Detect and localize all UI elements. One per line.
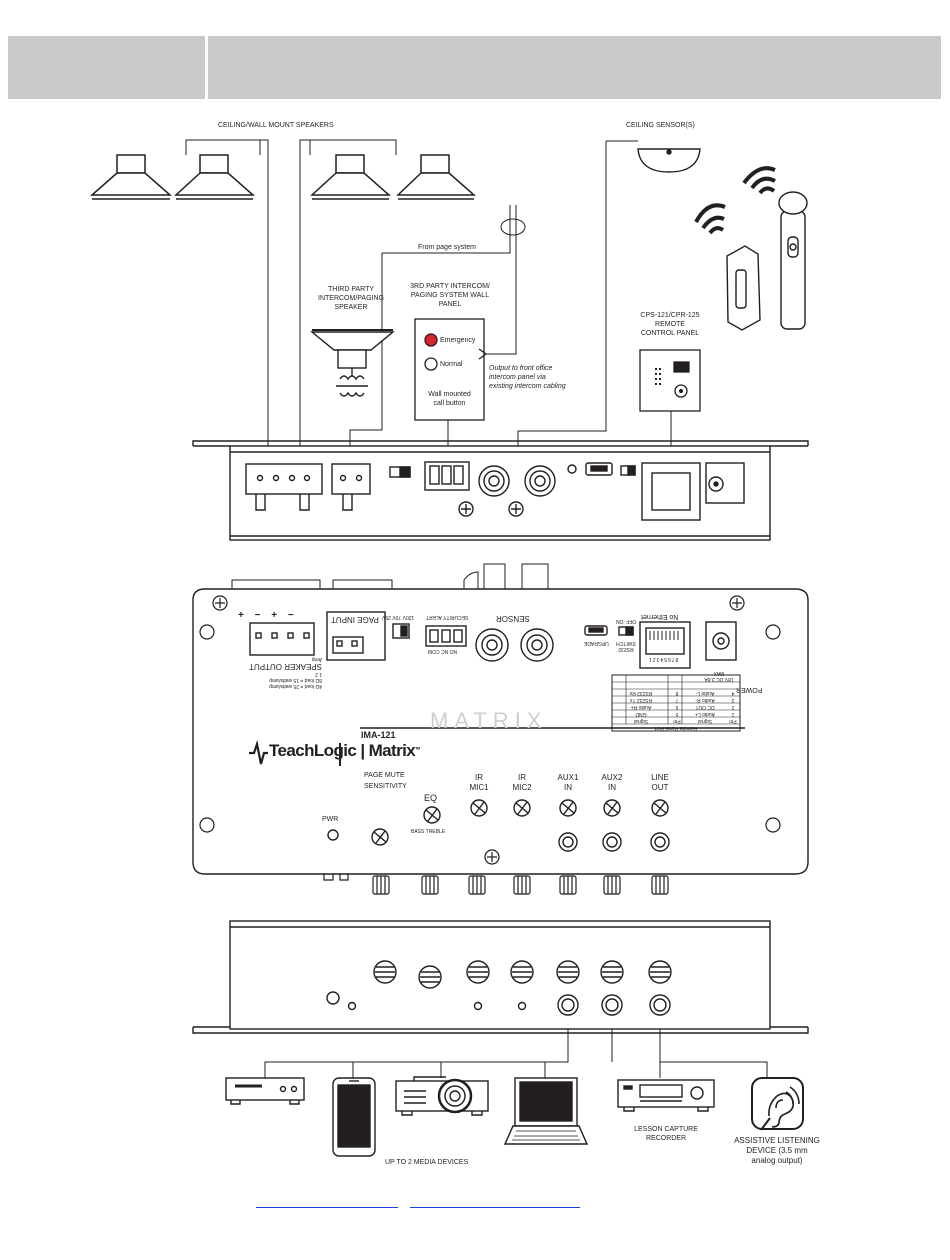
knobs bbox=[371, 799, 669, 846]
normal-led bbox=[424, 357, 438, 371]
teachlogic-logo-icon bbox=[249, 739, 268, 765]
speaker-polarity: + − + − bbox=[238, 610, 298, 621]
off-label: OFF bbox=[626, 618, 636, 624]
rs232-switch-label: RS232 SWITCH bbox=[616, 640, 636, 652]
speaker-icon bbox=[396, 154, 476, 200]
assistive-label: ASSISTIVE LISTENING DEVICE (3.5 mm analo… bbox=[734, 1136, 820, 1165]
remote-control-panel-icon bbox=[639, 349, 701, 412]
bass-treble-label: BASS TREBLE bbox=[411, 829, 446, 835]
page-input-label: PAGE INPUT bbox=[331, 615, 379, 624]
sensor-port-label: SENSOR bbox=[496, 614, 530, 623]
recorder-icon bbox=[617, 1079, 715, 1112]
no-ethernet-label: No Ethernet bbox=[641, 613, 679, 620]
pwr-label: PWR bbox=[322, 816, 339, 823]
volts-label: 120V 70V 25V bbox=[382, 614, 415, 620]
pin-table-row: 1 Audio L+ 5 GND bbox=[635, 711, 735, 717]
header-bar-right bbox=[208, 36, 941, 99]
ceiling-speakers bbox=[90, 154, 476, 200]
wiring bbox=[185, 139, 768, 1078]
top-chassis bbox=[192, 563, 809, 895]
no-nc-com-label: NO NC COM bbox=[428, 648, 458, 654]
matrix-watermark: MATRIX bbox=[430, 708, 548, 733]
security-alert-label: SECURITY ALERT bbox=[426, 614, 469, 620]
emergency-label: Emergency bbox=[440, 337, 476, 344]
sensitivity-label: SENSITIVITY bbox=[364, 783, 407, 790]
brand-logo: TeachLogic | MatrixTM bbox=[269, 741, 420, 760]
laptop-icon bbox=[503, 1077, 589, 1145]
pin-table-header: Pin Signal Pin Signal bbox=[634, 718, 737, 724]
speaker-icon bbox=[310, 154, 391, 200]
third-party-speaker-label: THIRD PARTY INTERCOM/PAGING SPEAKER bbox=[318, 286, 384, 311]
output-front-label: Output to front office intercom panel vi… bbox=[489, 365, 566, 390]
remote-panel-label: CPS-121/CPR-125 REMOTE CONTROL PANEL bbox=[640, 312, 700, 337]
rj-pins-label: 87654321 bbox=[648, 656, 679, 662]
speaker-icon bbox=[174, 154, 255, 200]
model-label: IMA-121 bbox=[361, 730, 396, 740]
from-page-label: From page system bbox=[418, 244, 476, 251]
rear-chassis bbox=[192, 440, 809, 541]
footer-link-1[interactable] bbox=[256, 1207, 398, 1208]
sensor-label: CEILING SENSOR(S) bbox=[626, 122, 695, 129]
media-devices-label: UP TO 2 MEDIA DEVICES bbox=[385, 1159, 469, 1166]
upgrade-label: UPGRADE bbox=[584, 640, 609, 646]
header-bar-left bbox=[8, 36, 205, 99]
intercom-panel-label: 3RD PARTY INTERCOM/ PAGING SYSTEM WALL P… bbox=[410, 283, 490, 308]
emergency-led bbox=[424, 333, 438, 347]
pendant-mic-icon bbox=[694, 203, 761, 331]
phone-icon bbox=[332, 1077, 376, 1157]
eq-label: EQ bbox=[424, 793, 438, 803]
media-player-icon bbox=[225, 1077, 305, 1105]
speaker-output-block: 4Ω load = 25 watts/amp 8Ω load = 15 watt… bbox=[249, 656, 322, 689]
pin-table-title: Remote Panel Port bbox=[654, 725, 698, 731]
paging-speaker-icon bbox=[310, 329, 395, 397]
page-mute-label: PAGE MUTE bbox=[364, 772, 405, 779]
on-label: ON bbox=[616, 618, 624, 624]
mic-icon bbox=[742, 166, 808, 330]
footer-link-2[interactable] bbox=[410, 1207, 580, 1208]
pin-table-row: 3 Audio R- 7 RS232 Tx bbox=[629, 697, 735, 703]
normal-label: Normal bbox=[440, 361, 463, 368]
sensor-icon bbox=[637, 148, 701, 173]
hearing-icon bbox=[751, 1077, 804, 1131]
speaker-icon bbox=[90, 154, 172, 200]
front-chassis bbox=[192, 920, 809, 1034]
pin-table-row: 4 Audio L- 8 RS232 Rx bbox=[629, 690, 735, 696]
intercom-panel bbox=[414, 318, 488, 421]
pin-table: Remote Panel Port Pin Signal Pin Signal … bbox=[612, 675, 740, 731]
lesson-capture-label: LESSON CAPTURE RECORDER bbox=[634, 1126, 698, 1142]
projector-icon bbox=[395, 1076, 489, 1116]
wall-button-label: Wall mounted call button bbox=[428, 391, 471, 407]
pin-table-row: 2 DC OUT 6 Audio R+ bbox=[630, 704, 735, 710]
speakers-label: CEILING/WALL MOUNT SPEAKERS bbox=[218, 122, 334, 129]
